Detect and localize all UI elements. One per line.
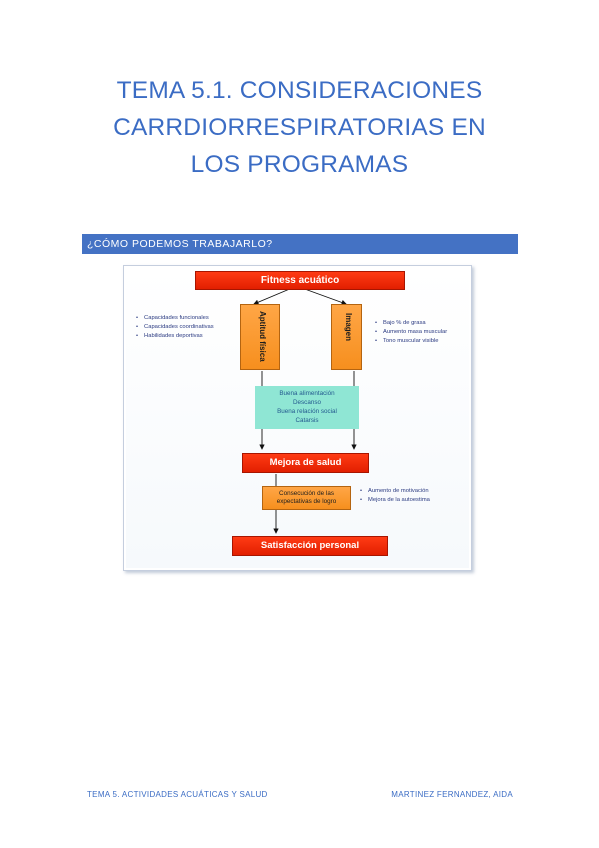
section-heading: ¿CÓMO PODEMOS TRABAJARLO?	[82, 234, 518, 254]
habit-line: Catarsis	[295, 417, 319, 424]
arrow-fitness-to-imagen	[301, 287, 347, 305]
imagen-label: Imagen	[344, 313, 353, 342]
imagen-box: Imagen	[331, 304, 362, 370]
footer-right: MARTINEZ FERNANDEZ, AIDA	[391, 790, 513, 799]
title-line-1: TEMA 5.1. CONSIDERACIONES	[116, 77, 483, 104]
list-item: Tono muscular visible	[375, 337, 447, 346]
list-item: Aumento de motivación	[360, 487, 430, 496]
list-item: Mejora de la autoestima	[360, 496, 430, 505]
diagram-figure: Fitness acuático Aptitud física Imagen C…	[123, 265, 472, 571]
page-title: TEMA 5.1. CONSIDERACIONES CARRDIORRESPIR…	[40, 72, 559, 183]
arrow-fitness-to-aptitud	[253, 287, 293, 305]
list-item: Bajo % de grasa	[375, 319, 447, 328]
satisfaccion-personal-box: Satisfacción personal	[232, 536, 388, 556]
aptitud-fisica-box: Aptitud física	[240, 304, 280, 370]
habit-line: Buena relación social	[277, 408, 337, 415]
list-item: Habilidades deportivas	[136, 332, 214, 341]
footer-left: TEMA 5. ACTIVIDADES ACUÁTICAS Y SALUD	[87, 790, 268, 799]
aptitud-fisica-label: Aptitud física	[258, 311, 267, 362]
consecucion-box: Consecución de las expectativas de logro	[262, 486, 351, 510]
habit-line: Buena alimentación	[279, 390, 335, 397]
aptitud-bullet-list: Capacidades funcionales Capacidades coor…	[136, 314, 214, 341]
imagen-bullet-list: Bajo % de grasa Aumento masa muscular To…	[375, 319, 447, 346]
list-item: Capacidades funcionales	[136, 314, 214, 323]
mejora-salud-box: Mejora de salud	[242, 453, 369, 473]
title-line-3: LOS PROGRAMAS	[190, 151, 409, 178]
fitness-acuatico-box: Fitness acuático	[195, 271, 405, 290]
habits-box: Buena alimentación Descanso Buena relaci…	[255, 386, 359, 429]
list-item: Aumento masa muscular	[375, 328, 447, 337]
list-item: Capacidades coordinativas	[136, 323, 214, 332]
title-line-2: CARRDIORRESPIRATORIAS EN	[113, 114, 486, 141]
consecucion-bullet-list: Aumento de motivación Mejora de la autoe…	[360, 487, 430, 505]
habit-line: Descanso	[292, 399, 321, 406]
